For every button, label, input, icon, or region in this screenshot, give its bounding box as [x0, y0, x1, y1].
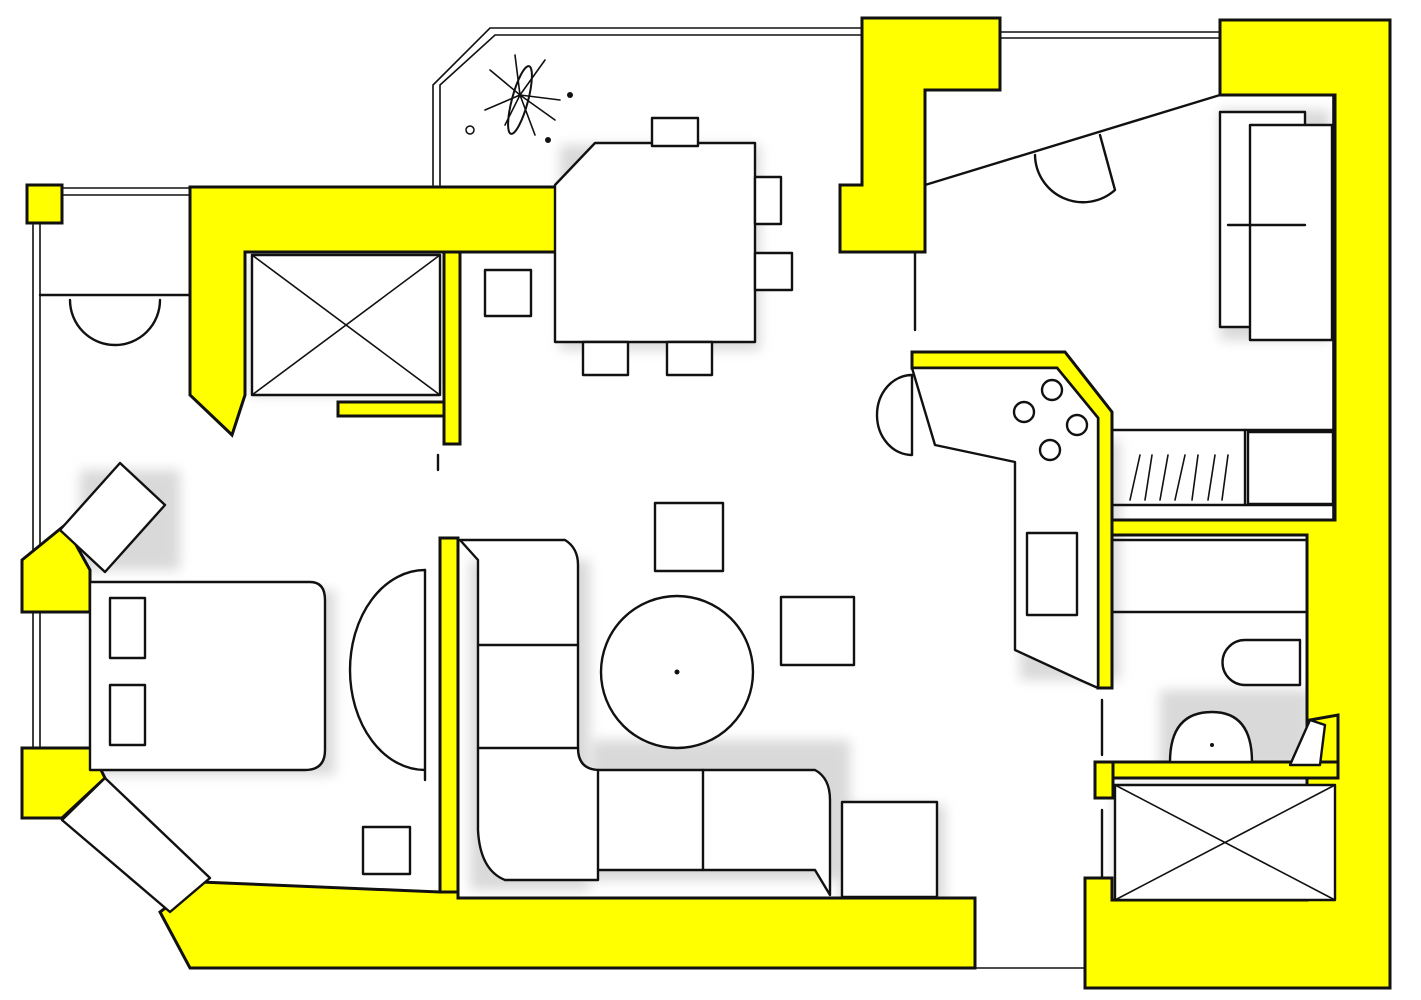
- dining-chair: [665, 340, 714, 377]
- side-stool: [483, 268, 533, 318]
- wall-living-divider: [438, 536, 460, 900]
- nightstand: [108, 683, 147, 747]
- kitchen-counter: [910, 366, 1100, 690]
- dining-chair: [650, 116, 700, 148]
- door-swing-study: [1033, 133, 1117, 204]
- wall-corner-nw: [25, 183, 64, 225]
- partitions: [38, 93, 1337, 880]
- door-swing-hall: [348, 568, 427, 772]
- living-stool: [779, 595, 856, 667]
- bath-cabinet: [1288, 718, 1327, 767]
- closet: [250, 253, 442, 397]
- fridge: [875, 373, 914, 457]
- bedroom: [58, 461, 412, 914]
- bathroom: [1113, 638, 1337, 902]
- study: [1218, 110, 1334, 342]
- wall-south: [158, 880, 977, 970]
- kitchen: [875, 366, 1335, 690]
- dresser: [58, 461, 167, 574]
- plant-icon: [465, 54, 573, 143]
- sofa-icon: [458, 538, 832, 897]
- living-stool: [653, 501, 725, 573]
- bed-icon: [88, 580, 327, 772]
- wall-hall-stub: [336, 400, 446, 418]
- dining-table: [553, 141, 757, 344]
- shoe-rack: [1129, 454, 1229, 501]
- wall-hall-vertical: [442, 250, 462, 446]
- bedroom-stool: [361, 825, 412, 876]
- dining-chair: [753, 251, 794, 292]
- dining-set: [483, 116, 794, 377]
- bench: [60, 776, 212, 914]
- wall-bath-door-post: [1093, 760, 1115, 800]
- sink-icon: [1025, 531, 1079, 617]
- living-room: [458, 501, 939, 899]
- bathtub: [1221, 638, 1302, 687]
- stove-icon: [1012, 378, 1089, 462]
- dining-chair: [753, 175, 783, 226]
- side-cabinet: [840, 800, 939, 899]
- wall-north-center: [838, 16, 1002, 254]
- nightstand: [108, 596, 147, 660]
- toilet-icon: [1168, 710, 1254, 764]
- door-swing-bedroom: [68, 298, 162, 347]
- washer: [1246, 430, 1335, 506]
- dining-chair: [581, 340, 630, 377]
